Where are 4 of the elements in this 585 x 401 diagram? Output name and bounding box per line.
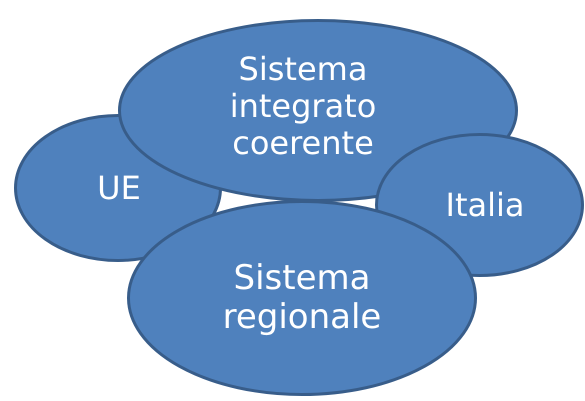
ellipse-label: Sistema regionale: [222, 259, 382, 338]
ellipse-label: Italia: [444, 186, 526, 224]
ellipse-label: UE: [96, 170, 142, 206]
ellipse-label: Sistema integrato coerente: [228, 51, 378, 162]
